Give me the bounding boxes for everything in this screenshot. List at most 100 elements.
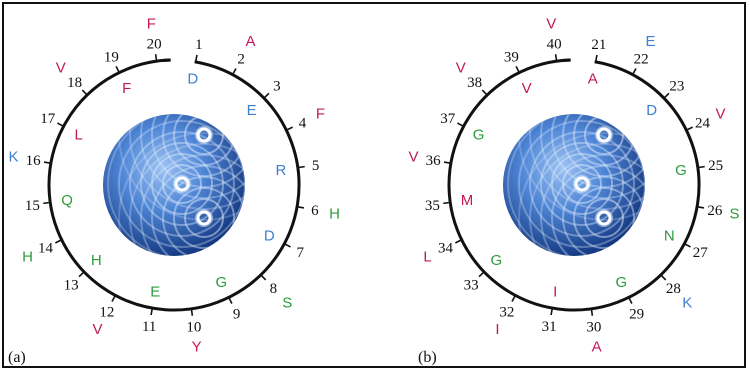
wheel-b-residue-letter: G bbox=[616, 274, 628, 291]
wheel-a-position-number: 16 bbox=[26, 153, 42, 169]
wheel-b-residue-letter: E bbox=[646, 33, 656, 50]
wheel-b-residue-letter: G bbox=[490, 252, 502, 269]
wheel-a-ripple-center bbox=[196, 127, 212, 143]
wheel-b-position-number: 24 bbox=[695, 115, 711, 131]
wheel-a-ripple-ring bbox=[107, 114, 245, 256]
wheel-a-position-number: 10 bbox=[186, 320, 201, 336]
wheel-a-ripple-ring bbox=[195, 126, 213, 144]
wheel-a-tick bbox=[43, 161, 53, 165]
wheel-a-ring bbox=[47, 58, 301, 312]
panel-label-a: (a) bbox=[8, 349, 26, 366]
wheel-a-tick bbox=[231, 68, 237, 76]
wheel-a-ripple-ring bbox=[140, 142, 224, 226]
wheel-a-tick bbox=[78, 270, 86, 278]
wheel-b-residue-letter: I bbox=[553, 283, 557, 300]
wheel-b-tick bbox=[443, 161, 453, 165]
wheel-a-tick bbox=[55, 238, 63, 244]
wheel-b-tick bbox=[659, 273, 667, 281]
wheel-a-ripple-ring bbox=[151, 114, 245, 188]
wheel-a-residue-letter: S bbox=[282, 294, 292, 311]
wheel-a-ripple-ring bbox=[140, 154, 245, 256]
wheel-a-residue-letter: L bbox=[74, 126, 82, 143]
wheel-a-residue-letter: V bbox=[56, 60, 66, 77]
wheel-b-ripple-center bbox=[596, 210, 612, 226]
wheel-b-residue-letter: G bbox=[675, 162, 687, 179]
wheel-a-tick bbox=[296, 165, 305, 169]
wheel-a-ripple-ring bbox=[151, 165, 245, 256]
wheel-a-position-number: 8 bbox=[270, 281, 278, 297]
wheel-b-tick bbox=[627, 296, 633, 304]
wheel-b-residue-letter: A bbox=[588, 71, 598, 88]
wheel-a-tick bbox=[81, 89, 89, 97]
wheel-b-position-number: 28 bbox=[666, 281, 681, 297]
wheel-a-tick bbox=[115, 66, 121, 74]
wheel-a-position-number: 18 bbox=[67, 75, 82, 91]
wheel-a-position-number: 14 bbox=[38, 241, 54, 257]
wheel-b-position-number: 23 bbox=[669, 79, 684, 95]
wheel-b-ripple-ring bbox=[595, 209, 613, 227]
wheel-a-tick bbox=[190, 307, 194, 316]
wheel-b-ripple-ring bbox=[595, 126, 613, 144]
wheel-a-residue-letter: F bbox=[316, 106, 325, 123]
wheel-a-position-number: 6 bbox=[311, 203, 319, 219]
wheel-a-ripple-ring bbox=[118, 132, 245, 256]
wheel-b-residue-letter: S bbox=[730, 205, 740, 222]
wheel-a-tick bbox=[262, 92, 270, 100]
wheel-b-residue-letter: M bbox=[461, 192, 474, 209]
wheel-b-tick bbox=[594, 54, 598, 64]
wheel-a-residue-letter: H bbox=[91, 252, 102, 269]
wheel-a-tick bbox=[154, 54, 158, 63]
wheel-a-ripples bbox=[103, 114, 245, 256]
wheel-b-ripple-ring bbox=[562, 176, 645, 256]
wheel-b-residue-letter: G bbox=[473, 126, 485, 143]
wheel-b-position-number: 35 bbox=[425, 198, 440, 214]
wheel-a-residue-letter: H bbox=[329, 205, 340, 222]
wheel-b-ripple-ring bbox=[540, 154, 645, 256]
wheel-b-residue-letter: V bbox=[456, 60, 466, 77]
wheel-b-position-number: 37 bbox=[440, 111, 456, 127]
wheel-a-ripple-ring bbox=[162, 114, 245, 177]
wheel-b-tick bbox=[515, 66, 521, 74]
wheel-a-position-number: 19 bbox=[104, 49, 119, 65]
wheel-a-ripple-ring bbox=[195, 209, 213, 227]
wheel-b-ripple-ring bbox=[573, 187, 635, 249]
wheel-a-tick bbox=[227, 296, 233, 304]
wheel-a-residue-letter: Q bbox=[61, 192, 73, 209]
wheel-a-ripple-ring bbox=[162, 164, 202, 204]
wheel-b-tick bbox=[554, 54, 558, 63]
wheel-b-tick bbox=[695, 205, 705, 209]
wheel-a-position-number: 1 bbox=[195, 37, 203, 53]
wheel-a-residue-letter: H bbox=[22, 248, 33, 265]
wheel-a-position-number: 13 bbox=[64, 277, 79, 293]
wheel-b-position-number: 32 bbox=[499, 304, 514, 320]
wheel-b-position-number: 40 bbox=[547, 36, 562, 52]
wheel-a-tick bbox=[194, 54, 198, 64]
wheel-b-ripple-ring bbox=[518, 120, 645, 248]
wheel-b-position-number: 33 bbox=[464, 277, 479, 293]
wheel-a-residue-letter: D bbox=[264, 228, 275, 245]
wheel-a-tick bbox=[43, 201, 52, 205]
panel-label-b: (b) bbox=[418, 349, 437, 366]
wheel-b-tick bbox=[481, 89, 489, 97]
wheel-b-residue-letter: V bbox=[408, 149, 418, 166]
wheel-b-ripple-ring bbox=[551, 114, 645, 188]
wheel-b-residue-letter: A bbox=[592, 338, 602, 355]
wheel-a-residue-letter: D bbox=[187, 71, 198, 88]
wheel-a-residue-letter: V bbox=[92, 321, 102, 338]
wheel-a-residue-letter: F bbox=[147, 16, 156, 33]
wheel-a-tick bbox=[283, 242, 291, 248]
wheel-b-residue-letter: V bbox=[715, 106, 725, 123]
wheel-a-position-number: 11 bbox=[142, 319, 156, 335]
wheel-b-position-number: 34 bbox=[438, 241, 454, 257]
wheel-b-tick bbox=[590, 307, 594, 316]
wheel-a-ripple-ring bbox=[173, 175, 191, 193]
wheel-a-tick bbox=[285, 126, 293, 132]
wheel-a-position-number: 15 bbox=[25, 198, 40, 214]
wheel-b-ripple-ring bbox=[551, 153, 613, 215]
wheel-b-ripple-ring bbox=[540, 114, 645, 199]
wheel-b-position-number: 38 bbox=[467, 75, 482, 91]
wheel-a-ripple-center bbox=[174, 176, 190, 192]
wheel-b-ripple-ring bbox=[562, 164, 602, 204]
